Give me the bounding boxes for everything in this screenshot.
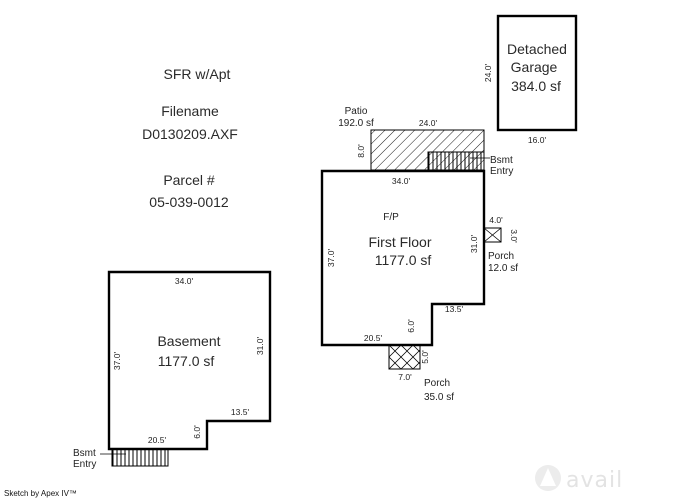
first-floor-dim-bottom: 20.5' <box>364 333 383 343</box>
porch-small-label: Porch <box>488 251 514 262</box>
porch-front-dim-h: 5.0' <box>420 350 430 364</box>
basement-outline <box>107 270 272 451</box>
patio-area-text: 192.0 sf <box>338 118 374 129</box>
property-type: SFR w/Apt <box>164 66 231 82</box>
basement-label: Basement <box>157 333 220 349</box>
parcel-label: Parcel # <box>163 172 215 188</box>
first-floor-dim-step-h: 13.5' <box>445 304 464 314</box>
first-floor-dim-step-v: 6.0' <box>406 319 416 333</box>
bsmt-entry-upper-1: Bsmt <box>490 155 513 166</box>
first-floor-area: 1177.0 sf <box>375 252 432 268</box>
sketch-credit: Sketch by Apex IV™ <box>4 489 77 498</box>
basement-dim-step-v: 6.0' <box>192 425 202 439</box>
garage-area: 384.0 sf <box>511 78 561 94</box>
bsmt-entry-lower-1: Bsmt <box>73 448 96 459</box>
basement-dim-left: 37.0' <box>112 352 122 371</box>
basement-dim-step-h: 13.5' <box>231 407 250 417</box>
porch-small-area: 12.0 sf <box>488 263 518 274</box>
basement-dim-top: 34.0' <box>175 276 194 286</box>
garage-label-1: Detached <box>507 41 567 57</box>
porch-front-label: Porch <box>424 378 450 389</box>
watermark-text: avail <box>566 468 623 493</box>
garage-label-2: Garage <box>511 59 558 75</box>
bsmt-entry-upper-stairs <box>427 151 485 171</box>
basement-dim-bottom: 20.5' <box>148 435 167 445</box>
garage-outline <box>496 14 578 132</box>
porch-small-dim-w: 4.0' <box>489 215 503 225</box>
filename-label: Filename <box>161 103 219 119</box>
fireplace-label: F/P <box>383 212 399 223</box>
bsmt-entry-lower-stairs <box>111 448 169 467</box>
garage-dim-bottom: 16.0' <box>528 135 547 145</box>
porch-small-dim-h: 3.0' <box>509 229 519 243</box>
patio-dim-top: 24.0' <box>419 118 438 128</box>
patio-dim-side: 8.0' <box>356 144 366 158</box>
porch-front-area: 35.0 sf <box>424 392 454 403</box>
patio-label: Patio <box>345 106 368 117</box>
first-floor-dim-left: 37.0' <box>326 249 336 268</box>
first-floor-dim-top: 34.0' <box>392 176 411 186</box>
basement-dim-right: 31.0' <box>255 337 265 356</box>
first-floor-label: First Floor <box>369 234 432 250</box>
avail-watermark: avail <box>535 465 623 493</box>
parcel-value: 05-039-0012 <box>149 194 229 210</box>
garage-dim-side: 24.0' <box>483 64 493 83</box>
bsmt-entry-lower-2: Entry <box>73 459 96 470</box>
porch-front-dim-w: 7.0' <box>398 372 412 382</box>
basement-area: 1177.0 sf <box>158 353 215 369</box>
bsmt-entry-upper-2: Entry <box>490 166 513 177</box>
first-floor-dim-right: 31.0' <box>469 235 479 254</box>
porch-small-outline <box>483 227 502 243</box>
first-floor-outline <box>320 169 486 347</box>
filename-value: D0130209.AXF <box>142 126 238 142</box>
